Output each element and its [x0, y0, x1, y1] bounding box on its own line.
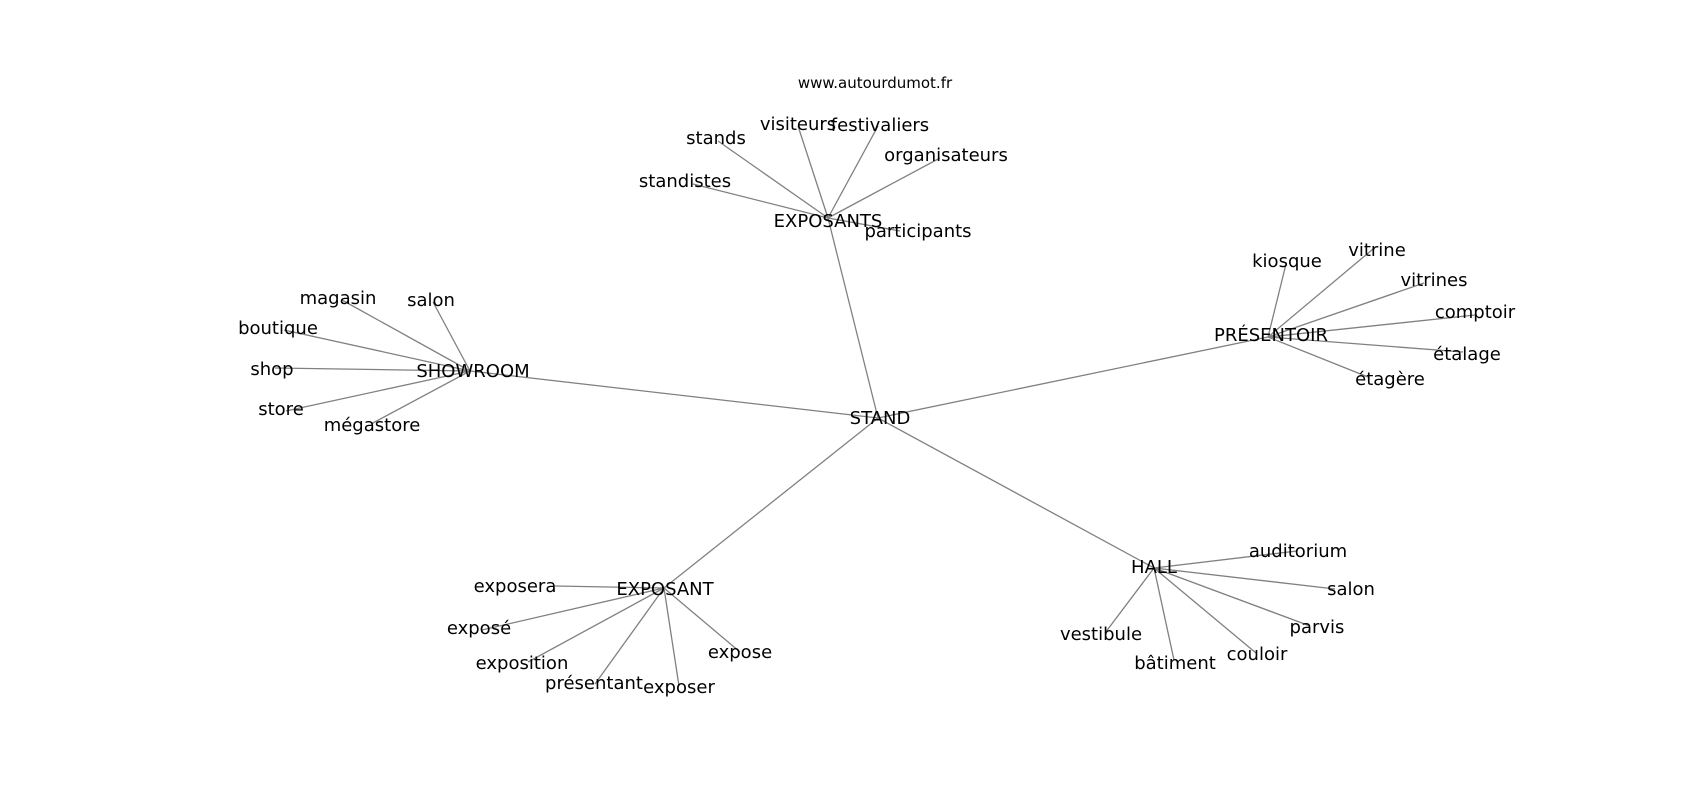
leaf-node-exposants-2: festivaliers [831, 115, 929, 136]
leaf-node-hall-4: bâtiment [1134, 653, 1216, 674]
edge-center-exposants [827, 217, 879, 419]
edge-showroom-leaf-1 [432, 301, 471, 372]
edge-hall-leaf-0 [1153, 550, 1298, 569]
center-node-label: STAND [850, 408, 911, 429]
leaf-node-presentoir-5: étagère [1355, 369, 1425, 390]
leaf-node-exposant-5: expose [708, 642, 772, 663]
edge-presentoir-leaf-3 [1267, 314, 1476, 338]
hub-node-showroom: SHOWROOM [416, 361, 529, 382]
leaf-node-presentoir-1: vitrine [1348, 240, 1406, 261]
edge-exposants-leaf-4 [692, 183, 829, 219]
hub-node-hall: HALL [1131, 557, 1177, 578]
leaf-node-showroom-5: mégastore [324, 415, 421, 436]
leaf-node-presentoir-2: vitrines [1401, 270, 1468, 291]
edge-presentoir-leaf-1 [1267, 248, 1374, 338]
leaf-node-exposant-4: exposer [643, 677, 715, 698]
leaf-node-showroom-4: store [258, 399, 304, 420]
edge-center-showroom [469, 370, 879, 419]
edge-hall-leaf-1 [1153, 567, 1336, 590]
hub-node-presentoir: PRÉSENTOIR [1214, 324, 1328, 346]
edge-center-hall [877, 417, 1155, 569]
edge-exposant-leaf-0 [554, 585, 665, 589]
leaf-node-presentoir-3: comptoir [1435, 302, 1516, 323]
edge-presentoir-leaf-2 [1267, 282, 1425, 338]
leaf-node-showroom-0: magasin [300, 288, 377, 309]
leaf-node-showroom-3: shop [250, 359, 293, 380]
leaf-node-exposants-0: stands [686, 128, 746, 149]
edges-layer [274, 125, 1476, 687]
leaf-node-exposants-5: participants [864, 221, 971, 242]
leaf-node-exposants-3: organisateurs [884, 145, 1008, 166]
hub-node-exposants: EXPOSANTS [774, 211, 883, 232]
leaf-node-hall-2: parvis [1290, 617, 1345, 638]
leaf-node-hall-1: salon [1327, 579, 1375, 600]
leaf-node-exposants-4: standistes [639, 171, 731, 192]
leaf-node-hall-0: auditorium [1249, 541, 1347, 562]
edge-showroom-leaf-3 [274, 367, 471, 372]
edge-hall-leaf-3 [1153, 567, 1257, 654]
edge-exposants-leaf-3 [827, 157, 941, 219]
leaf-node-hall-3: couloir [1227, 644, 1288, 665]
edge-center-presentoir [877, 336, 1269, 419]
edge-hall-leaf-2 [1153, 567, 1311, 627]
leaf-node-presentoir-4: étalage [1433, 344, 1501, 365]
edge-hall-leaf-4 [1153, 567, 1175, 661]
labels-layer: www.autourdumot.fr STANDEXPOSANTSstandsv… [238, 74, 1516, 698]
edge-exposants-leaf-0 [717, 140, 829, 219]
hub-node-exposant: EXPOSANT [616, 579, 714, 600]
leaf-node-exposant-2: exposition [476, 653, 569, 674]
edge-exposant-leaf-5 [663, 587, 741, 653]
edge-exposants-leaf-1 [797, 125, 829, 219]
edge-exposant-leaf-2 [527, 587, 665, 663]
edge-exposants-leaf-5 [827, 217, 901, 232]
edge-presentoir-leaf-5 [1267, 336, 1369, 378]
edge-center-exposant [663, 417, 879, 589]
edge-showroom-leaf-2 [283, 329, 471, 372]
edge-exposants-leaf-2 [827, 125, 879, 219]
site-label: www.autourdumot.fr [798, 74, 953, 92]
edge-hall-leaf-5 [1104, 567, 1155, 634]
leaf-node-exposants-1: visiteurs [760, 114, 836, 135]
leaf-node-exposant-3: présentant [545, 673, 643, 694]
edge-presentoir-leaf-4 [1267, 336, 1464, 353]
leaf-node-exposant-1: exposé [447, 618, 511, 639]
leaf-node-exposant-0: exposera [474, 576, 557, 597]
leaf-node-hall-5: vestibule [1060, 624, 1142, 645]
edge-showroom-leaf-0 [341, 299, 471, 372]
edge-exposant-leaf-4 [663, 587, 680, 687]
edge-exposant-leaf-1 [481, 587, 665, 631]
leaf-node-showroom-2: boutique [238, 318, 318, 339]
edge-showroom-leaf-4 [285, 370, 471, 412]
edge-presentoir-leaf-0 [1267, 263, 1287, 338]
edge-showroom-leaf-5 [370, 370, 471, 425]
edge-exposant-leaf-3 [594, 587, 665, 685]
leaf-node-showroom-1: salon [407, 290, 455, 311]
leaf-node-presentoir-0: kiosque [1252, 251, 1322, 272]
